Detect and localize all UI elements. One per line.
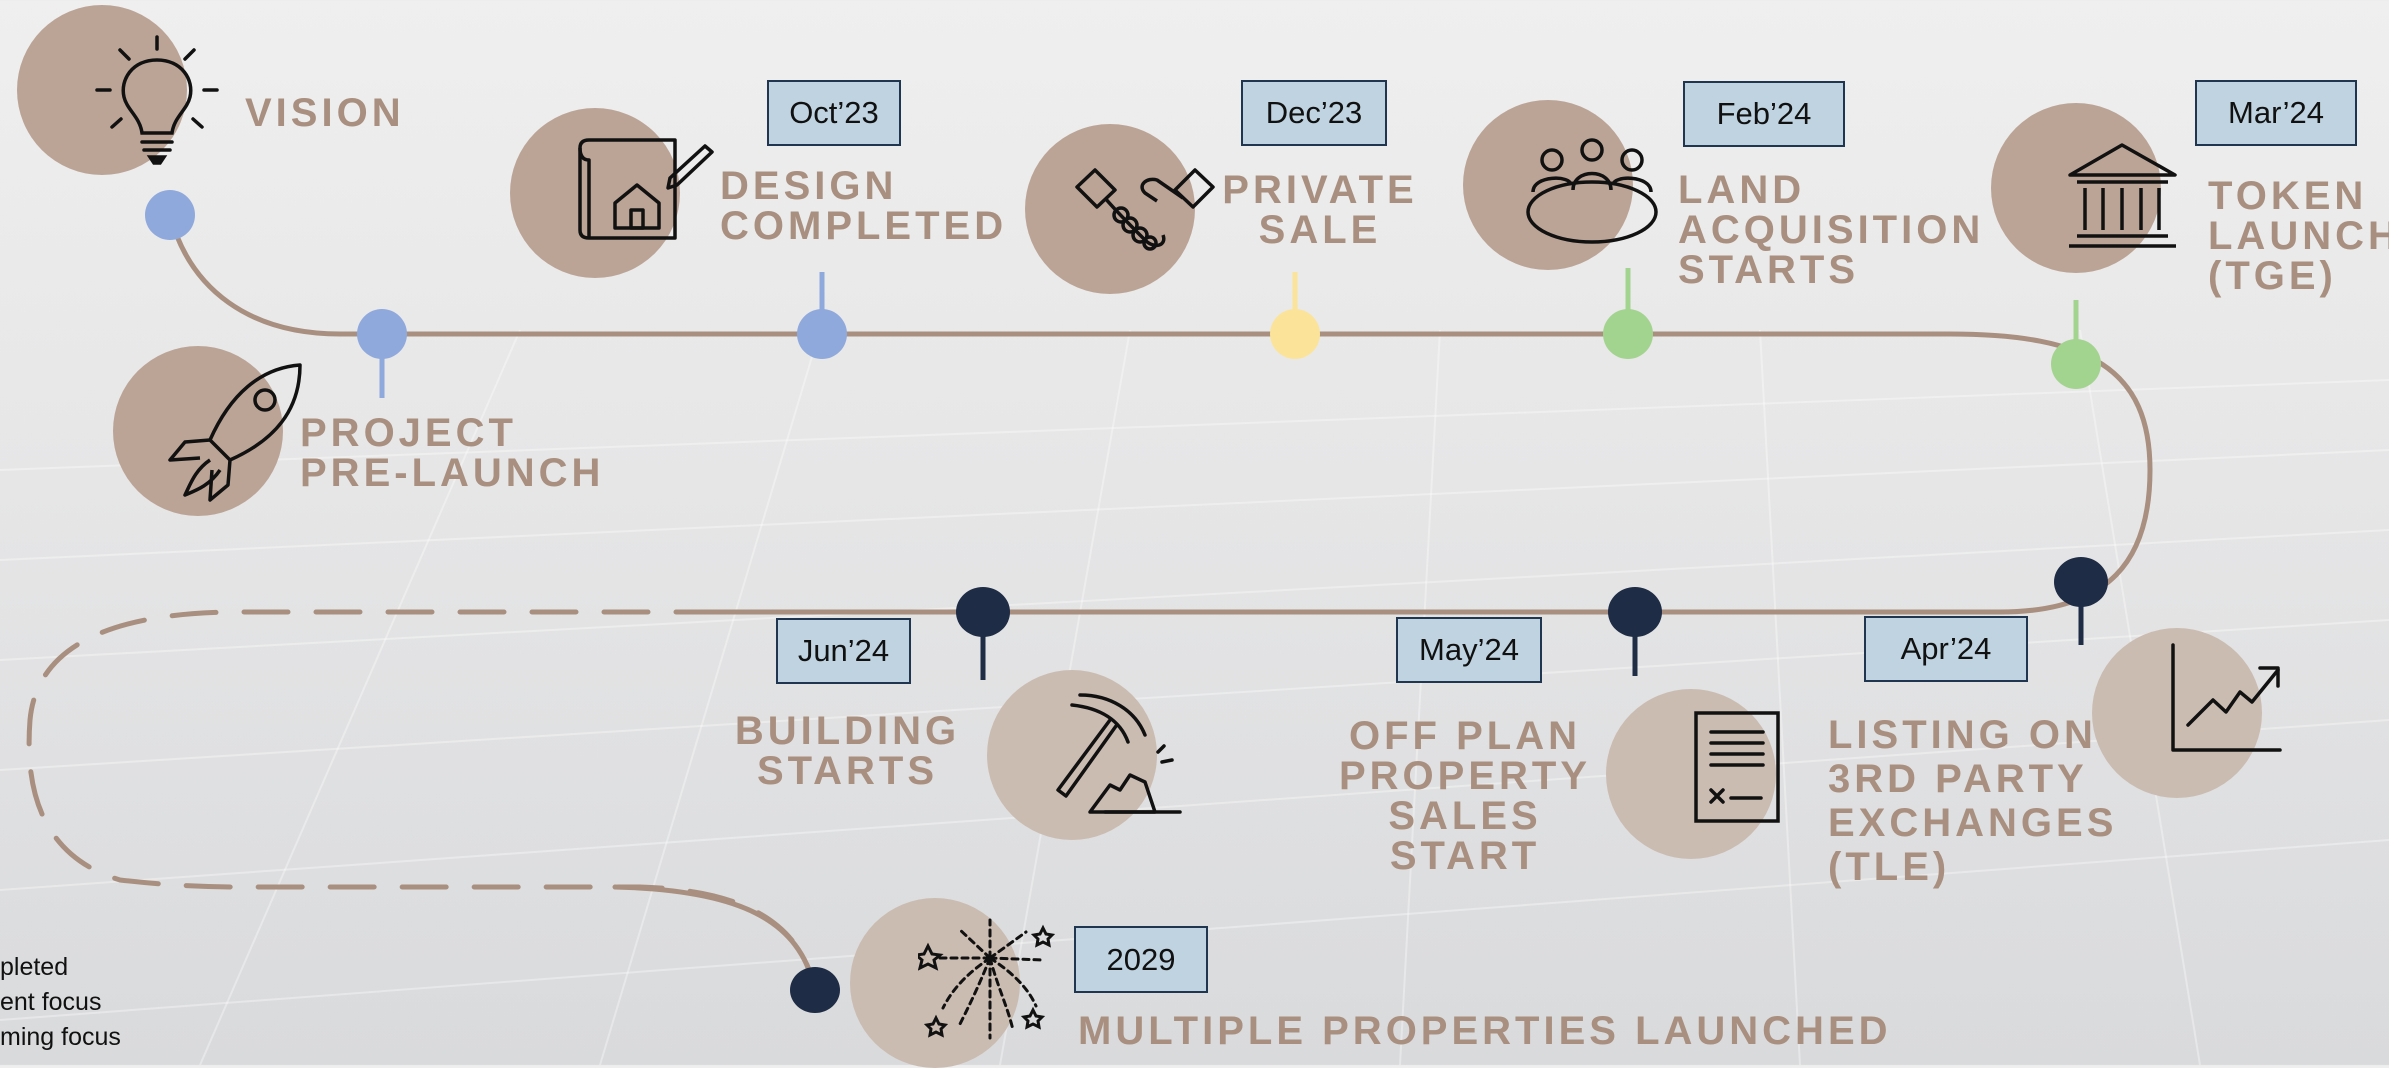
growth-chart-icon	[2171, 643, 2282, 752]
milestone-label-listing: LISTING ON 3RD PARTY EXCHANGES (TLE)	[1828, 713, 2118, 889]
date-box-listing: Apr’24	[1864, 616, 2028, 682]
dot-private	[1270, 309, 1320, 359]
dot-land	[1603, 309, 1653, 359]
date-box-design: Oct’23	[767, 80, 901, 146]
milestone-label-private: PRIVATE SALE	[1222, 168, 1418, 252]
circle-listing	[2092, 628, 2262, 798]
milestone-label-offplan: OFF PLAN PROPERTY SALES START	[1338, 714, 1592, 878]
milestone-label-token: TOKEN LAUNCH (TGE)	[2208, 174, 2389, 298]
blueprint-house-icon	[578, 138, 714, 240]
date-box-token: Mar’24	[2195, 80, 2357, 146]
milestone-label-building: BUILDING STARTS	[734, 709, 961, 793]
dot-listing	[2054, 557, 2108, 607]
circle-offplan	[1606, 689, 1776, 859]
dot-building	[956, 587, 1010, 637]
date-box-multiple: 2029	[1074, 926, 1208, 993]
legend-item-current-focus: ent focus	[0, 988, 102, 1016]
circle-private	[1025, 124, 1195, 294]
milestone-label-land: LAND ACQUISITION STARTS	[1678, 168, 1985, 292]
milestone-label-vision: VISION	[245, 91, 405, 135]
legend-item-completed: pleted	[0, 953, 69, 981]
handshake-icon	[1075, 168, 1215, 251]
contract-icon	[1694, 711, 1780, 823]
date-box-land: Feb’24	[1683, 81, 1845, 147]
dot-prelaunch	[357, 309, 407, 359]
date-box-offplan: May’24	[1396, 617, 1542, 683]
legend: pleted ent focus ming focus	[0, 950, 121, 1055]
circle-design	[510, 108, 680, 278]
milestone-label-multiple: MULTIPLE PROPERTIES LAUNCHED	[1078, 1009, 1892, 1053]
dot-token	[2051, 339, 2101, 389]
legend-item-upcoming-focus: ming focus	[0, 1023, 121, 1051]
fireworks-icon	[918, 918, 1056, 1040]
date-box-private: Dec’23	[1241, 80, 1387, 146]
meeting-table-icon	[1526, 138, 1658, 244]
milestone-label-design: DESIGN COMPLETED	[720, 164, 1008, 248]
bank-icon	[2068, 143, 2177, 248]
rocket-icon	[168, 363, 302, 502]
date-box-building: Jun’24	[776, 618, 911, 684]
dot-design	[797, 309, 847, 359]
lightbulb-icon	[95, 35, 219, 165]
circle-multiple	[850, 898, 1020, 1068]
pickaxe-icon	[1056, 693, 1182, 814]
dot-offplan	[1608, 587, 1662, 637]
milestone-label-prelaunch: PROJECT PRE-LAUNCH	[300, 411, 605, 495]
dot-vision	[145, 190, 195, 240]
dot-multiple	[790, 967, 840, 1013]
